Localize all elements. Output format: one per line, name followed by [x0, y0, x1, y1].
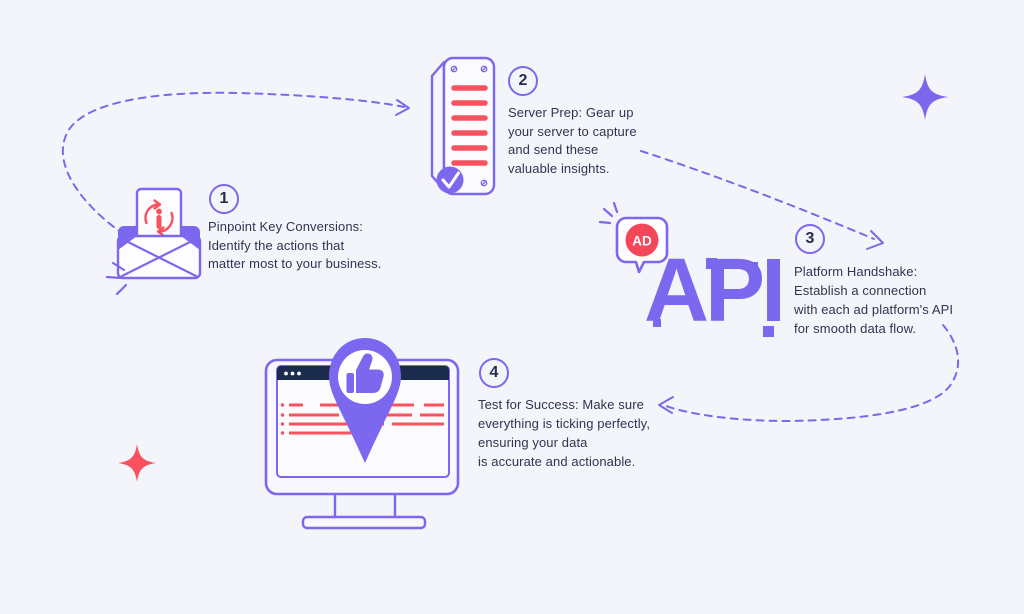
burst-accent-icon	[105, 261, 128, 296]
api-wordmark: API	[644, 241, 786, 341]
step3-number: 3	[805, 230, 815, 247]
ad-badge-label: AD	[632, 234, 652, 249]
check-circle-icon	[436, 166, 464, 194]
flow-arrow-step3-to-step4	[665, 324, 960, 422]
step1-text: Pinpoint Key Conversions: Identify the a…	[208, 219, 382, 271]
pixel-square	[751, 262, 758, 269]
step2-text: Server Prep: Gear up your server to capt…	[508, 105, 637, 176]
arrowhead-step4	[658, 396, 674, 414]
step2-number-badge: 2	[508, 66, 538, 96]
window-dots-icon	[284, 371, 301, 376]
envelope-info-icon	[116, 187, 202, 280]
server-icon	[430, 56, 496, 196]
sparkle-purple-icon	[902, 74, 948, 120]
step1-number-badge: 1	[209, 184, 239, 214]
step1-number: 1	[219, 190, 229, 207]
monitor-stand	[301, 495, 427, 530]
checkmark-icon	[441, 171, 460, 189]
pixel-square	[653, 319, 661, 327]
step4-number: 4	[489, 364, 499, 381]
step3-text: Platform Handshake: Establish a connecti…	[794, 264, 954, 336]
thumbs-up-icon	[346, 353, 384, 393]
location-pin-icon	[329, 338, 401, 463]
arrowhead-step2	[395, 99, 410, 116]
screws	[450, 65, 488, 187]
step3-number-badge: 3	[795, 224, 825, 254]
arrowhead-step3	[866, 230, 884, 250]
pixel-square	[763, 326, 774, 337]
server-slots	[451, 85, 488, 166]
step2-number: 2	[518, 72, 528, 89]
step4-number-badge: 4	[479, 358, 509, 388]
ad-bubble-icon: AD	[598, 201, 669, 274]
info-sync-icon	[144, 199, 174, 237]
flow-arrow-step1-to-step2	[61, 91, 405, 243]
burst-accent-icon	[598, 201, 619, 225]
content-bullets	[280, 403, 285, 435]
sparkle-red-icon	[118, 444, 156, 482]
pixel-square	[706, 258, 717, 269]
step4-text: Test for Success: Make sure everything i…	[478, 397, 651, 469]
flow-arrow-step2-to-step3	[640, 150, 875, 240]
